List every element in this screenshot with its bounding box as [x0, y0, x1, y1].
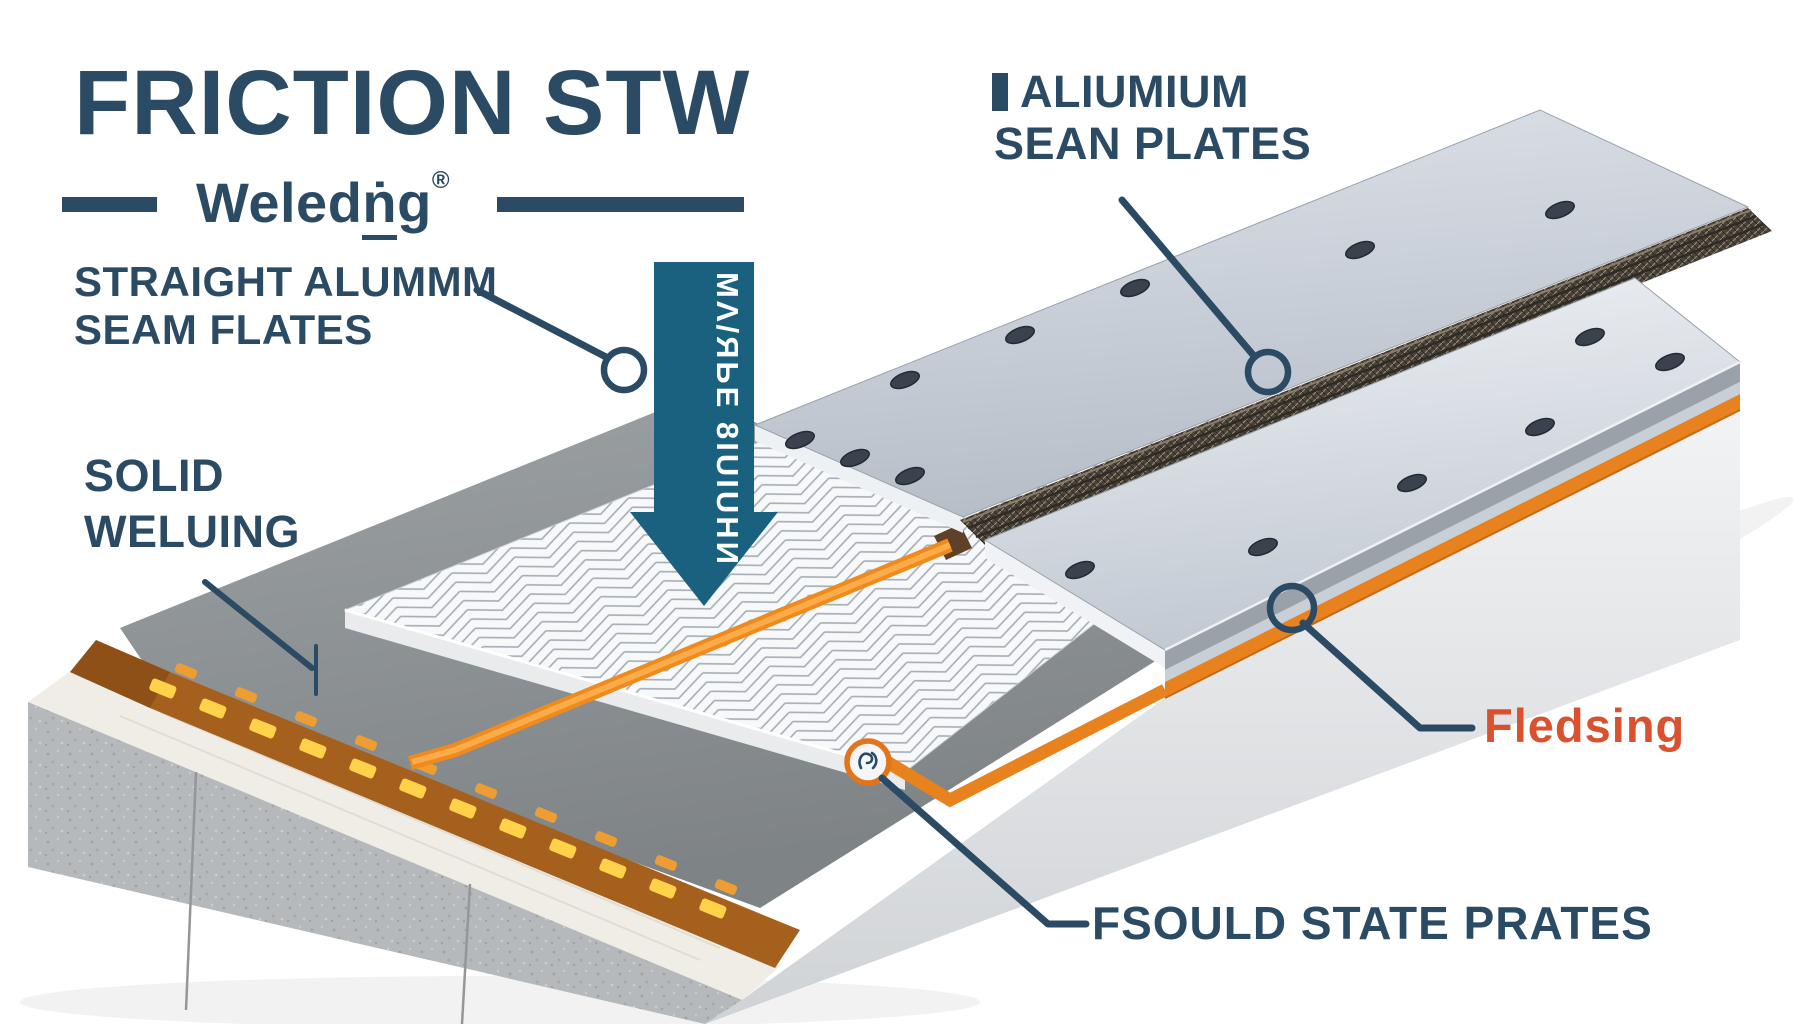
- callout-solid-welding-line1: SOLID: [84, 450, 225, 501]
- subtitle-rule-right: [497, 197, 744, 212]
- leader-flashing: [1299, 619, 1476, 732]
- badge-glyph: [858, 751, 878, 770]
- flashing-stripe-left: [870, 684, 1168, 808]
- callout-solid-state-plates: FSOULD STATE PRATES: [1092, 897, 1653, 949]
- callout-straight-seam: STRAIGHT ALUMMM SEAM FLATES: [74, 258, 498, 354]
- leader-solid-welding: [202, 579, 315, 671]
- arrow-vertical-text: MΛ/ЯЬЕ 8IUIUНИ: [710, 272, 745, 567]
- base-slab: [28, 410, 1740, 1024]
- subtitle-pre: Weled: [196, 171, 363, 234]
- friction-weld-band: [960, 208, 1772, 545]
- marker-circle-flashing: [1266, 582, 1318, 634]
- label-tick-block: [992, 73, 1008, 111]
- leader-solid-state: [878, 774, 1090, 928]
- near-plate-bolt-holes: [1065, 327, 1685, 580]
- far-plate-top-surface: [753, 109, 1750, 518]
- weld-seam-line: [408, 524, 972, 770]
- subtitle-rule-left: [62, 197, 157, 212]
- backing-strip-dashes: [149, 678, 727, 919]
- callout-aluminum-plates: ALIUMIUM SEAN PLATES: [992, 66, 1311, 170]
- subtitle-post: g: [397, 171, 432, 234]
- registered-mark: ®: [431, 167, 451, 194]
- callout-leaders: [202, 196, 1476, 928]
- marker-circle-straight-seam: [600, 346, 648, 394]
- callout-solid-welding: SOLID WELUING: [84, 448, 300, 560]
- callout-straight-seam-line2: SEAM FLATES: [74, 306, 373, 353]
- backing-strip: [70, 640, 800, 968]
- callout-flashing: Fledsing: [1484, 699, 1686, 752]
- base-front-left-face: [28, 702, 742, 1024]
- base-front-right-face: [705, 410, 1740, 1024]
- callout-aluminum-plates-line2: SEAN PLATES: [994, 118, 1312, 169]
- callout-solid-welding-line2: WELUING: [84, 506, 300, 557]
- page-subtitle: Weledṅg®: [196, 167, 451, 240]
- leader-straight-seam: [473, 286, 610, 361]
- far-plate-bolt-holes: [785, 200, 1575, 486]
- page-title: FRICTION STW: [74, 52, 751, 154]
- herringbone-side-face: [345, 610, 905, 790]
- subtitle-n: ṅ: [362, 171, 398, 240]
- process-arrow: [630, 262, 778, 606]
- far-aluminum-plate: [753, 109, 1750, 533]
- weld-exit-badge: [844, 738, 892, 786]
- callout-aluminum-plates-line1: ALIUMIUM: [1020, 66, 1249, 117]
- callout-straight-seam-line1: STRAIGHT ALUMMM: [74, 258, 498, 305]
- leader-aluminum-plates: [1118, 196, 1258, 360]
- marker-circle-aluminum-plates: [1244, 348, 1292, 396]
- far-plate-end-face: [755, 425, 963, 533]
- near-plate-end-face: [985, 540, 1165, 668]
